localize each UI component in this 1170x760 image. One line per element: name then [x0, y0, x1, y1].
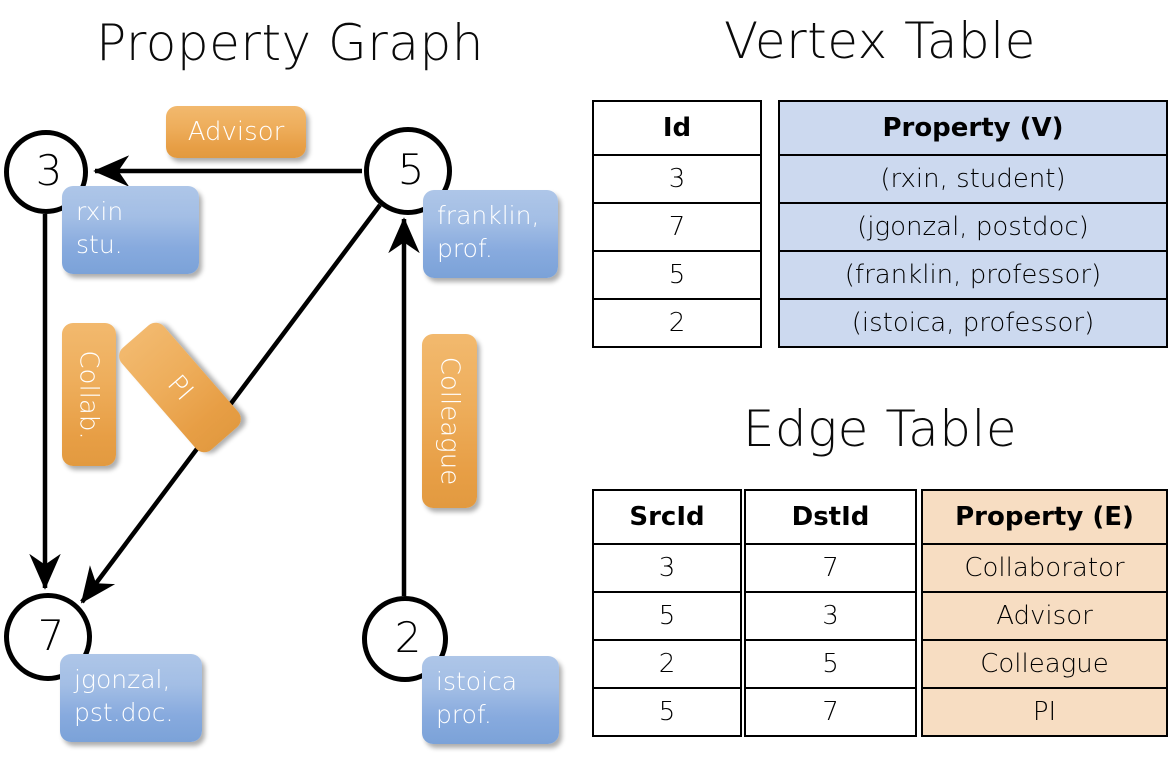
edge-src-cell: 2	[592, 639, 742, 689]
edge-label-collab: Collab.	[74, 349, 104, 440]
vertex-property-box-7: jgonzal, pst.doc.	[60, 654, 202, 742]
table-row: 5	[744, 639, 917, 689]
vertex-property-box-2: istoica prof.	[422, 656, 559, 744]
table-row: PI	[921, 687, 1168, 737]
property-graph-diagram: 3 5 7 2 rxin stu. franklin, prof. jgonza…	[4, 106, 559, 744]
edge-dst-cell: 5	[744, 639, 917, 689]
table-row: 7	[592, 202, 762, 252]
vertex-property-box-3: rxin stu.	[62, 186, 199, 274]
edge-label-box-colleague: Colleague	[422, 334, 477, 508]
graph-node-3-label: 3	[35, 146, 63, 195]
table-row: 3	[592, 154, 762, 204]
table-row: 5	[592, 687, 742, 737]
vertex-table-property-column: Property (V) (rxin, student) (jgonzal, p…	[778, 100, 1168, 348]
table-header-row: Property (V)	[778, 100, 1168, 156]
table-row: 7	[744, 687, 917, 737]
table-row: 3	[744, 591, 917, 641]
page-title-property-graph: Property Graph	[96, 14, 484, 72]
edge-src-cell: 3	[592, 543, 742, 593]
edge-label-box-advisor: Advisor	[166, 106, 306, 158]
table-row: (istoica, professor)	[778, 298, 1168, 348]
page-title-edge-table: Edge Table	[742, 400, 1018, 458]
table-row: 5	[592, 591, 742, 641]
edge-label-pi: PI	[161, 368, 199, 407]
graph-node-2-label: 2	[394, 613, 422, 662]
vertex-id-cell: 3	[592, 154, 762, 204]
edge-dst-cell: 3	[744, 591, 917, 641]
edge-table-header-property: Property (E)	[921, 489, 1168, 545]
edge-table-property-column: Property (E) Collaborator Advisor Collea…	[921, 489, 1168, 737]
vertex-table-header-id: Id	[592, 100, 762, 156]
edge-src-cell: 5	[592, 591, 742, 641]
table-row: (jgonzal, postdoc)	[778, 202, 1168, 252]
table-row: (franklin, professor)	[778, 250, 1168, 300]
vertex-id-cell: 7	[592, 202, 762, 252]
table-row: Advisor	[921, 591, 1168, 641]
vertex-property-cell: (rxin, student)	[778, 154, 1168, 204]
table-row: Collaborator	[921, 543, 1168, 593]
vertex-property-box-5: franklin, prof.	[423, 190, 558, 278]
table-row: 3	[592, 543, 742, 593]
graph-node-5-label: 5	[397, 145, 425, 194]
table-row: 2	[592, 298, 762, 348]
vertex-id-cell: 5	[592, 250, 762, 300]
edge-property-cell: Colleague	[921, 639, 1168, 689]
edge-table-header-srcid: SrcId	[592, 489, 742, 545]
edge-src-cell: 5	[592, 687, 742, 737]
edge-dst-cell: 7	[744, 543, 917, 593]
table-row: 7	[744, 543, 917, 593]
edge-label-colleague: Colleague	[434, 356, 465, 486]
table-row: (rxin, student)	[778, 154, 1168, 204]
vertex-property-cell: (jgonzal, postdoc)	[778, 202, 1168, 252]
table-header-row: DstId	[744, 489, 917, 545]
edge-property-cell: PI	[921, 687, 1168, 737]
edge-table-dstid-column: DstId 7 3 5 7	[744, 489, 917, 737]
table-row: Colleague	[921, 639, 1168, 689]
vertex-property-cell: (franklin, professor)	[778, 250, 1168, 300]
graph-node-2[interactable]: 2	[362, 596, 448, 682]
edge-property-cell: Advisor	[921, 591, 1168, 641]
table-header-row: Property (E)	[921, 489, 1168, 545]
edge-dst-cell: 7	[744, 687, 917, 737]
edge-table-srcid-column: SrcId 3 5 2 5	[592, 489, 742, 737]
vertex-property-cell: (istoica, professor)	[778, 298, 1168, 348]
table-header-row: SrcId	[592, 489, 742, 545]
graph-node-5[interactable]: 5	[364, 127, 452, 215]
edge-label-advisor: Advisor	[187, 117, 285, 147]
vertex-table-header-property: Property (V)	[778, 100, 1168, 156]
edge-label-box-collab: Collab.	[62, 323, 116, 466]
table-row: 5	[592, 250, 762, 300]
page-title-vertex-table: Vertex Table	[724, 12, 1036, 70]
table-header-row: Id	[592, 100, 762, 156]
table-row: 2	[592, 639, 742, 689]
edge-property-cell: Collaborator	[921, 543, 1168, 593]
graph-node-7-label: 7	[37, 611, 65, 660]
vertex-id-cell: 2	[592, 298, 762, 348]
vertex-table-id-column: Id 3 7 5 2	[592, 100, 762, 348]
edge-table-header-dstid: DstId	[744, 489, 917, 545]
